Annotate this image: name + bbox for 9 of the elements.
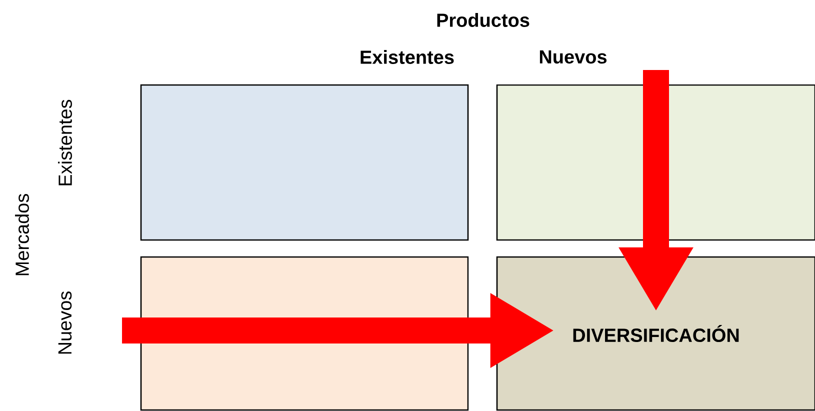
axis-label: Nuevos [58, 291, 72, 354]
axis-label: Productos [437, 13, 530, 27]
axis-label: Existentes [58, 100, 72, 186]
quadrant-box [140, 84, 469, 241]
quadrant-box: DIVERSIFICACIÓN [496, 256, 815, 411]
axis-label: Existentes [360, 50, 454, 64]
axis-label: Nuevos [540, 50, 607, 64]
quadrant-box [496, 84, 815, 241]
axis-label: Mercados [15, 194, 29, 276]
